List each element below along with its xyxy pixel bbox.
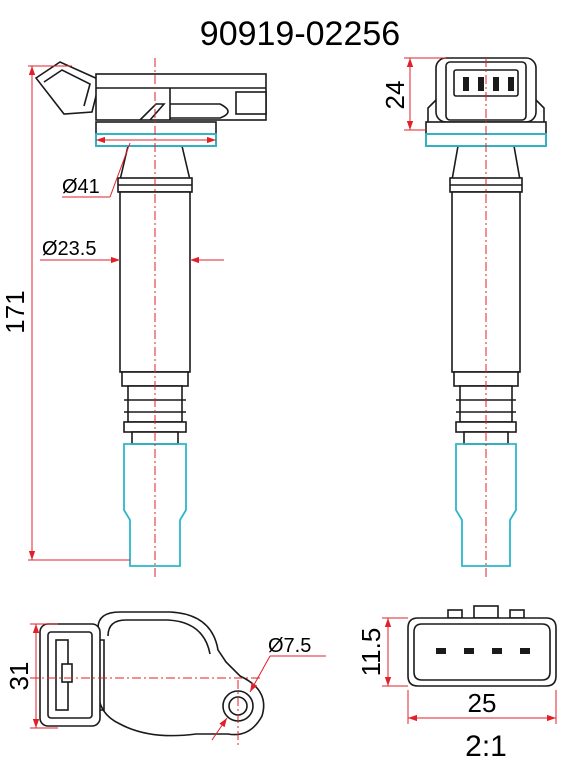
top-view: [30, 611, 265, 745]
dim-flange-diameter-label: Ø41: [62, 176, 100, 198]
pin-1: [463, 77, 469, 91]
scale-label: 2:1: [465, 730, 507, 763]
dim-mount-width: 31: [4, 623, 58, 729]
connector-face: [407, 617, 557, 687]
face-pin-2: [464, 648, 474, 654]
connector-tab: [34, 61, 101, 115]
mount-body: [97, 611, 265, 737]
dim-connector-height: 24: [380, 57, 446, 131]
dim-hole-diameter: Ø7.5: [211, 635, 326, 741]
rubber-boot: [123, 443, 187, 567]
side-view: [34, 58, 267, 580]
pin-4: [508, 77, 514, 91]
dim-connector-depth: 11.5: [356, 617, 408, 687]
dim-length-label: 171: [0, 290, 30, 333]
dim-connector-width: 25: [407, 688, 557, 724]
dim-body-diameter-label: Ø23.5: [42, 238, 96, 260]
dim-connector-depth-label: 11.5: [356, 628, 386, 677]
face-pin-3: [492, 648, 502, 654]
dim-connector-width-label: 25: [468, 688, 497, 718]
front-view: [425, 57, 547, 580]
face-pin-4: [520, 648, 530, 654]
pin-2: [478, 77, 484, 91]
connector-face-view: [407, 605, 557, 687]
dim-body-diameter: Ø23.5: [40, 238, 224, 264]
front-rubber-boot: [455, 443, 517, 567]
dim-connector-height-label: 24: [380, 81, 410, 110]
dim-length: 171: [0, 65, 130, 561]
face-pin-1: [436, 648, 446, 654]
part-number-title: 90919-02256: [200, 15, 400, 53]
dim-flange-diameter: Ø41: [62, 136, 216, 198]
dim-mount-width-label: 31: [4, 662, 34, 691]
pin-3: [493, 77, 499, 91]
dim-hole-diameter-label: Ø7.5: [268, 635, 311, 657]
